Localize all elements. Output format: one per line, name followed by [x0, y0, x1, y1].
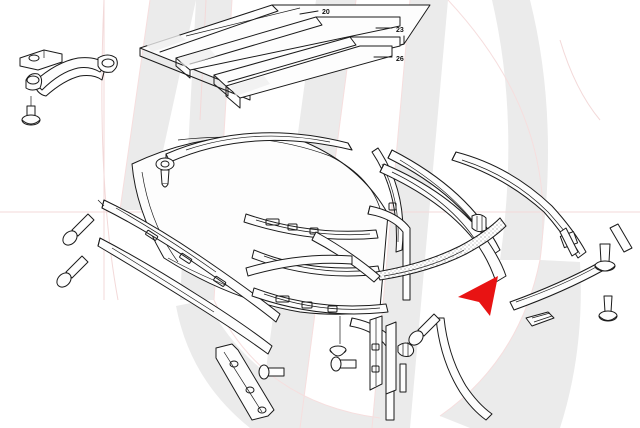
part-screw-right-lower: [598, 295, 618, 322]
part-roof-side-rail-trim: [379, 163, 507, 283]
part-screw-bottom-left: [258, 364, 285, 380]
red-arrow-pointer: [458, 276, 498, 316]
part-right-vertical-strip-b: [609, 223, 633, 253]
callout-26: 26: [396, 56, 404, 63]
part-curved-rod: [435, 317, 493, 421]
part-retaining-clip-b: [397, 342, 415, 357]
part-left-rail-trim-lower: [97, 237, 273, 355]
callout-leaders: [299, 10, 393, 58]
part-right-angle-bracket-a: [367, 202, 411, 301]
part-push-pin-clip: [155, 157, 175, 188]
part-retaining-clip-a: [471, 213, 487, 233]
callout-20: 20: [322, 9, 330, 16]
part-center-trim-a: [243, 213, 379, 240]
part-roof-bow-short: [225, 45, 393, 109]
part-handle-bracket: [19, 49, 63, 71]
part-left-rail-trim-upper: [101, 199, 281, 323]
part-screw-left-upper: [62, 199, 105, 246]
part-shaded-side-rail: [375, 217, 507, 281]
part-bottom-strip-b: [385, 321, 397, 395]
part-screw-bottom-right: [408, 313, 441, 346]
part-center-trim-c: [251, 287, 389, 315]
part-roof-bow-long: [175, 16, 401, 79]
part-right-vertical-strip-a: [559, 227, 579, 257]
part-bottom-strip-a: [369, 315, 383, 391]
part-pin-rivet: [329, 316, 347, 357]
part-straight-pin: [399, 363, 407, 393]
callout-23: 23: [396, 27, 404, 34]
part-grab-handle: [25, 54, 118, 97]
part-left-rail-trim-right-group: [245, 231, 381, 283]
part-screw-right-upper: [594, 243, 616, 272]
part-pillar-trim-strip: [215, 343, 275, 421]
part-screw-bottom-center: [330, 356, 357, 372]
part-screw-left-lower: [56, 255, 89, 288]
part-handle-screw: [21, 96, 41, 126]
part-flat-clip-bottom: [525, 311, 555, 327]
